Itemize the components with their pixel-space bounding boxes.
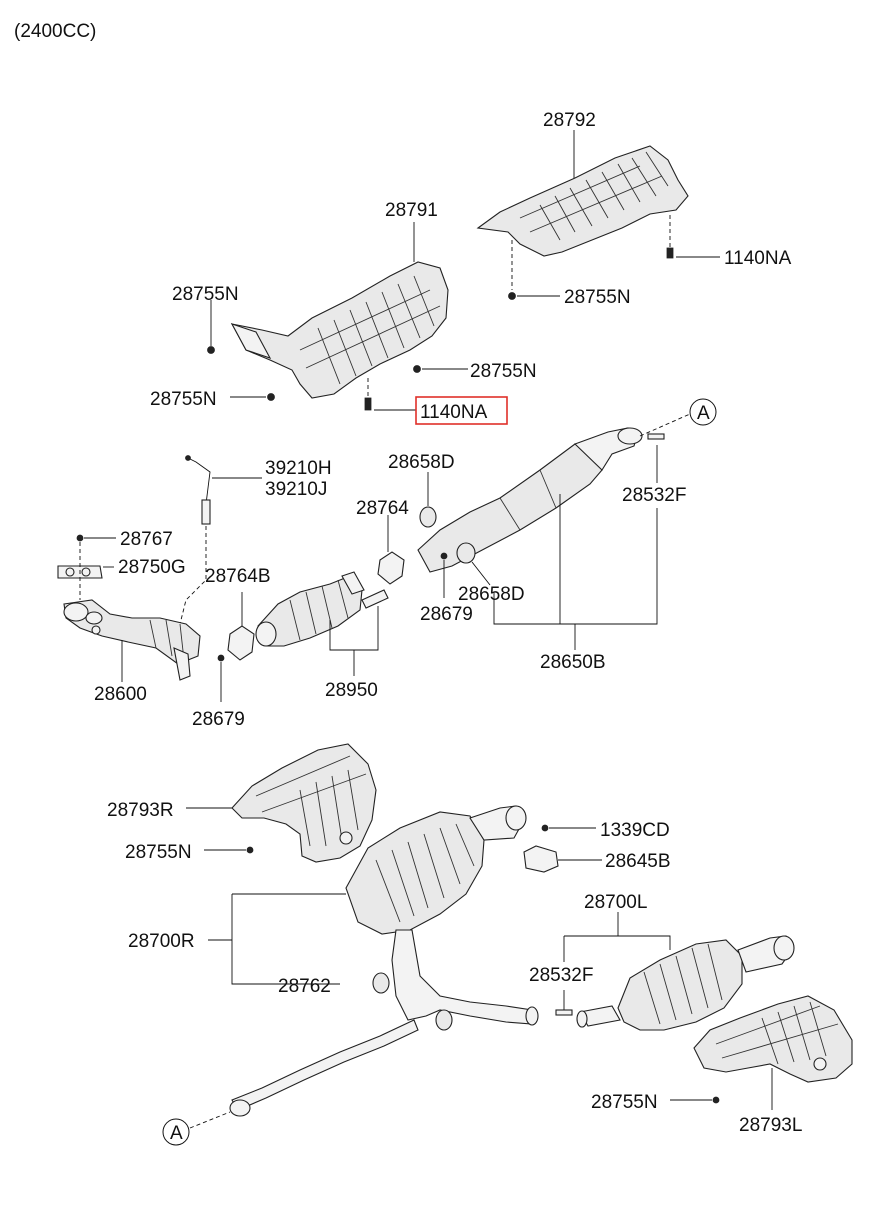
pin-28532F-top[interactable] xyxy=(647,433,665,440)
bolt-1140NA-selected[interactable] xyxy=(364,397,372,411)
gasket-28764[interactable] xyxy=(377,551,405,585)
label-28658D-b[interactable]: 28658D xyxy=(458,584,525,605)
label-28532F-b[interactable]: 28532F xyxy=(529,965,593,986)
label-28755N-e[interactable]: 28755N xyxy=(125,842,192,863)
label-28793R[interactable]: 28793R xyxy=(107,800,174,821)
ref-A-bottom[interactable]: A xyxy=(170,1123,183,1144)
pin-28532F-bottom[interactable] xyxy=(555,1009,573,1016)
nut-28755N-a[interactable] xyxy=(207,346,215,354)
heat-shield-28793L[interactable] xyxy=(693,995,853,1083)
label-1140NA-selected[interactable]: 1140NA xyxy=(420,402,488,423)
label-28793L[interactable]: 28793L xyxy=(739,1115,802,1136)
nut-28755N-e[interactable] xyxy=(246,846,254,854)
nut-28767[interactable] xyxy=(76,534,84,542)
label-28679-a[interactable]: 28679 xyxy=(420,604,473,625)
nut-28755N-b[interactable] xyxy=(508,292,516,300)
oxygen-sensor-39210[interactable] xyxy=(185,455,211,525)
label-28755N-b[interactable]: 28755N xyxy=(564,287,631,308)
label-28762[interactable]: 28762 xyxy=(278,976,331,997)
hanger-28658D-a[interactable] xyxy=(419,506,437,528)
rear-muffler-28700L[interactable] xyxy=(576,935,795,1031)
label-28767[interactable]: 28767 xyxy=(120,529,173,550)
label-28764[interactable]: 28764 xyxy=(356,498,409,519)
gasket-28764B[interactable] xyxy=(227,625,255,661)
label-28792[interactable]: 28792 xyxy=(543,110,596,131)
rear-muffler-28700R[interactable] xyxy=(345,805,527,935)
nut-28755N-f[interactable] xyxy=(712,1096,720,1104)
label-28755N-c[interactable]: 28755N xyxy=(470,361,537,382)
engine-label: (2400CC) xyxy=(14,21,96,42)
label-1140NA-top[interactable]: 1140NA xyxy=(724,248,792,269)
label-28600[interactable]: 28600 xyxy=(94,684,147,705)
ref-A-top-circle[interactable] xyxy=(689,398,717,426)
label-28791[interactable]: 28791 xyxy=(385,200,438,221)
ref-A-bottom-circle[interactable] xyxy=(162,1118,190,1146)
label-28755N-a[interactable]: 28755N xyxy=(172,284,239,305)
hanger-28658D-b[interactable] xyxy=(456,542,476,564)
nut-28755N-d[interactable] xyxy=(267,393,275,401)
label-28950[interactable]: 28950 xyxy=(325,680,378,701)
label-1339CD[interactable]: 1339CD xyxy=(600,820,670,841)
nut-28755N-c[interactable] xyxy=(413,365,421,373)
center-pipe-y[interactable] xyxy=(229,929,539,1117)
front-pipe-28600[interactable] xyxy=(63,599,201,681)
label-28700R[interactable]: 28700R xyxy=(128,931,195,952)
label-28650B[interactable]: 28650B xyxy=(540,652,606,673)
heat-shield-28793R[interactable] xyxy=(231,743,377,863)
nut-28679-b[interactable] xyxy=(217,654,225,662)
label-28750G[interactable]: 28750G xyxy=(118,557,186,578)
bolt-1140NA-top[interactable] xyxy=(666,247,674,259)
label-28755N-f[interactable]: 28755N xyxy=(591,1092,658,1113)
ref-A-top[interactable]: A xyxy=(697,403,710,424)
label-39210J[interactable]: 39210J xyxy=(265,479,327,500)
label-28755N-d[interactable]: 28755N xyxy=(150,389,217,410)
heat-shield-28792[interactable] xyxy=(476,145,689,257)
front-muffler-28650B[interactable] xyxy=(417,427,643,573)
selected-part-highlight xyxy=(415,396,508,425)
label-39210H[interactable]: 39210H xyxy=(265,458,332,479)
catalytic-converter-28950[interactable] xyxy=(255,571,389,647)
label-28658D-a[interactable]: 28658D xyxy=(388,452,455,473)
hanger-28762[interactable] xyxy=(372,972,390,994)
hanger-28645B[interactable] xyxy=(523,845,559,873)
heat-shield-28791[interactable] xyxy=(230,261,449,399)
label-28764B[interactable]: 28764B xyxy=(205,566,271,587)
label-28679-b[interactable]: 28679 xyxy=(192,709,245,730)
nut-28679-a[interactable] xyxy=(440,552,448,560)
bolt-1339CD[interactable] xyxy=(541,824,549,832)
label-28700L[interactable]: 28700L xyxy=(584,892,647,913)
label-28532F-a[interactable]: 28532F xyxy=(622,485,686,506)
label-28645B[interactable]: 28645B xyxy=(605,851,671,872)
